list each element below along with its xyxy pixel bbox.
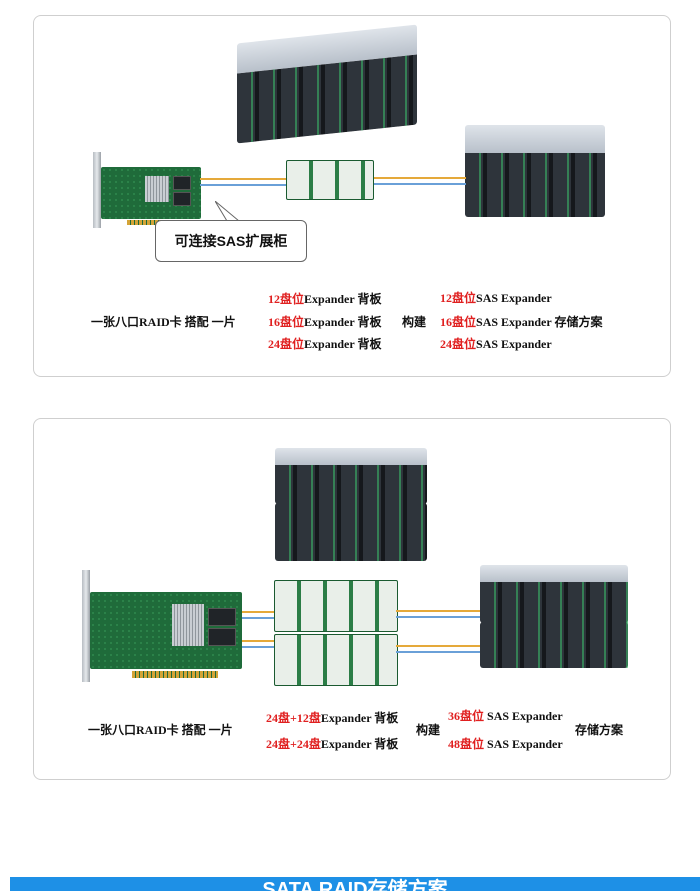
expander-option: 48盘位 SAS Expander: [448, 735, 563, 752]
sas-cable: [242, 640, 274, 642]
expander-label: SAS Expander: [476, 337, 552, 351]
drive-bay-count: 16盘位: [440, 315, 477, 329]
build-label: 构建: [402, 315, 427, 329]
backplane-label: Expander 背板: [304, 292, 382, 306]
drive-bay-count: 12盘位: [268, 292, 305, 306]
raid-card-image: [93, 152, 201, 228]
raid-card-description: 一张八口RAID卡 搭配 一片: [91, 315, 236, 329]
expander-option: 16盘位SAS Expander 存储方案: [440, 313, 603, 330]
storage-solution-label: 存储方案: [575, 723, 624, 737]
expander-backplane-image: [274, 634, 398, 686]
storage-chassis-image: [275, 448, 427, 505]
drive-bay-count: 12盘位: [440, 291, 477, 305]
expander-label: SAS Expander: [484, 709, 563, 723]
banner-title: SATA RAID存储方案: [262, 879, 448, 891]
storage-chassis-image: [275, 503, 427, 561]
sas-cable: [396, 616, 480, 618]
raid-card-description: 一张八口RAID卡 搭配 一片: [88, 723, 233, 737]
backplane-label: Expander 背板: [320, 711, 399, 725]
backplane-option: 24盘+12盘Expander 背板: [266, 709, 398, 726]
sas-cable: [242, 646, 274, 648]
sas-cable: [396, 610, 480, 612]
expander-label: SAS Expander: [476, 291, 552, 305]
sas-cable: [396, 645, 480, 647]
expander-option: 36盘位 SAS Expander: [448, 707, 563, 724]
expander-option: 12盘位SAS Expander: [440, 289, 552, 306]
section-banner: SATA RAID存储方案: [10, 877, 700, 891]
backplane-label: Expander 背板: [304, 315, 382, 329]
callout-text: 可连接SAS扩展柜: [174, 233, 288, 249]
expander-label: SAS Expander: [484, 737, 563, 751]
expander-backplane-image: [286, 160, 374, 200]
drive-bay-count: 24盘位: [440, 337, 477, 351]
raid-card-image: [82, 570, 242, 682]
expander-backplane-image: [274, 580, 398, 632]
drive-bay-count: 16盘位: [268, 315, 305, 329]
sas-cable: [242, 611, 274, 613]
drive-bay-count: 24盘位: [268, 337, 305, 351]
backplane-option: 24盘位Expander 背板: [268, 335, 381, 352]
drive-bay-count: 48盘位: [448, 737, 485, 751]
expander-label: SAS Expander: [476, 315, 552, 329]
sas-cable: [396, 651, 480, 653]
expansion-chassis-image: [465, 125, 605, 218]
sas-cable: [200, 184, 286, 186]
backplane-label: Expander 背板: [320, 737, 399, 751]
sas-cable: [242, 617, 274, 619]
expander-option: 24盘位SAS Expander: [440, 335, 552, 352]
backplane-label: Expander 背板: [304, 337, 382, 351]
drive-bay-count: 24盘+24盘: [266, 737, 321, 751]
backplane-option: 24盘+24盘Expander 背板: [266, 735, 398, 752]
backplane-option: 16盘位Expander 背板: [268, 313, 381, 330]
expansion-chassis-image: [480, 622, 628, 668]
build-label: 构建: [416, 723, 441, 737]
callout-bubble: 可连接SAS扩展柜: [155, 220, 307, 262]
sas-cable: [372, 177, 466, 179]
sas-cable: [200, 178, 286, 180]
storage-solution-label: 存储方案: [554, 315, 603, 329]
expansion-chassis-image: [480, 565, 628, 623]
drive-bay-count: 24盘+12盘: [266, 711, 321, 725]
drive-bay-count: 36盘位: [448, 709, 485, 723]
sas-cable: [372, 183, 466, 185]
storage-chassis-image: [237, 24, 417, 144]
backplane-option: 12盘位Expander 背板: [268, 290, 381, 307]
